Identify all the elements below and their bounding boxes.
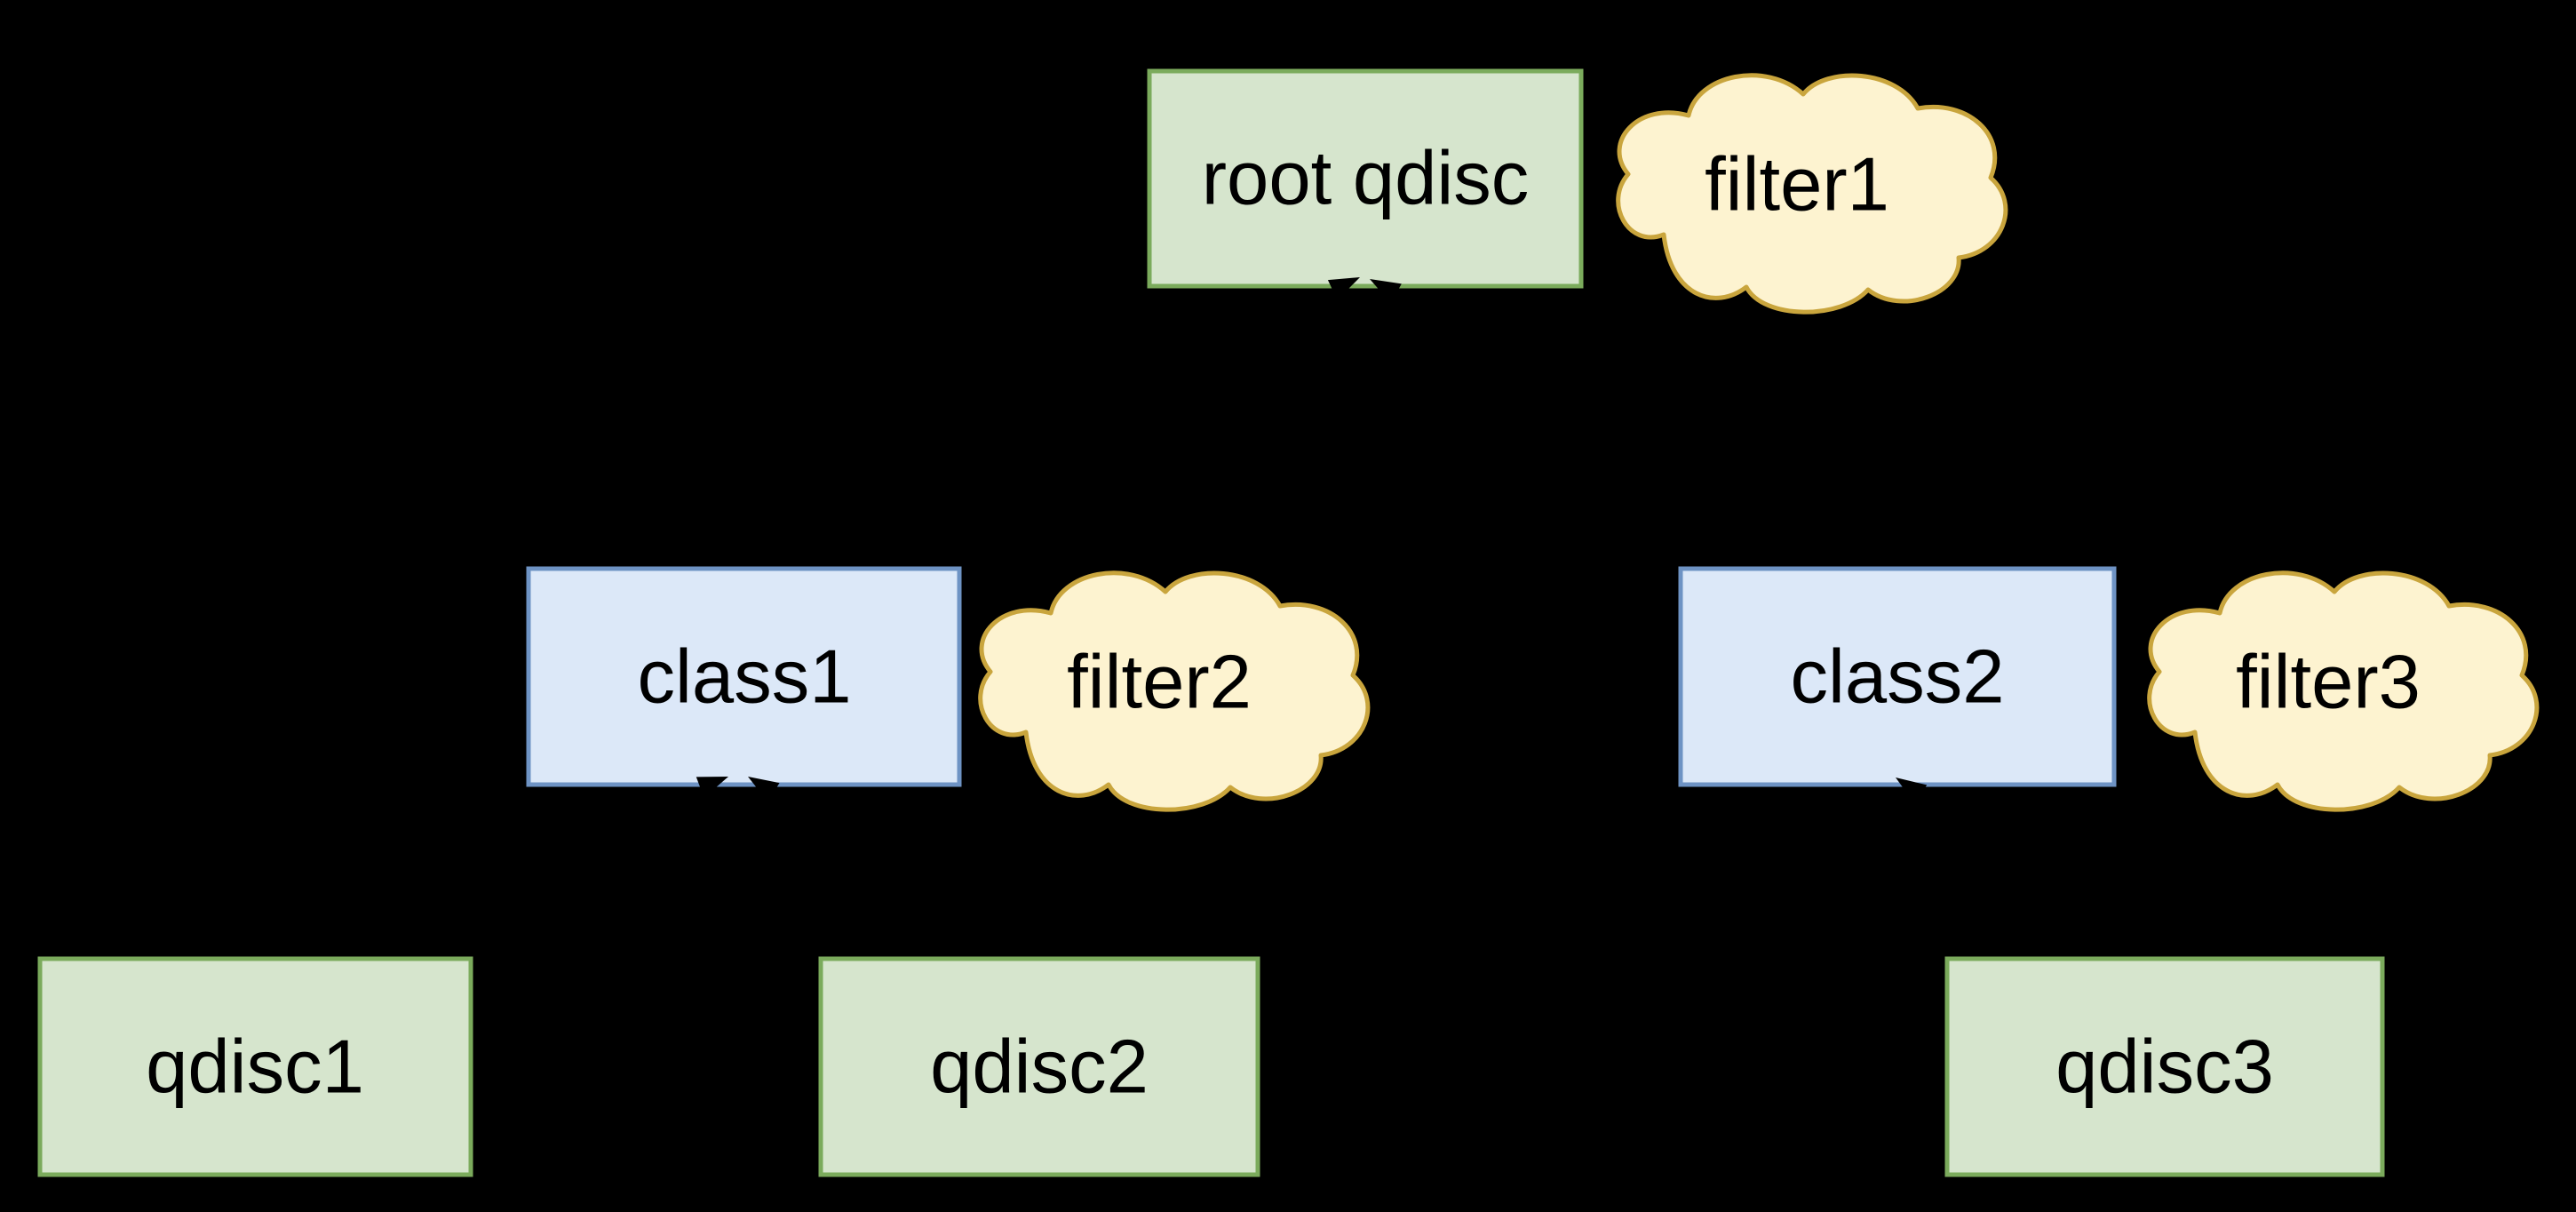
filter1-cloud: filter1 — [1618, 76, 2006, 312]
filter2-cloud: filter2 — [981, 573, 1368, 809]
qdisc3-node: qdisc3 — [1944, 956, 2385, 1177]
qdisc2-label: qdisc2 — [930, 1025, 1149, 1110]
edge-class1-to-root-qdisc — [743, 275, 1361, 568]
filter1-label: filter1 — [1705, 143, 1889, 227]
filter2-label: filter2 — [1067, 641, 1252, 725]
edge-qdisc3-to-class2 — [1895, 776, 2166, 958]
class1-label: class1 — [638, 635, 852, 720]
class1-node: class1 — [526, 566, 962, 787]
class2-label: class2 — [1791, 635, 2005, 720]
filter3-cloud: filter3 — [2150, 573, 2537, 809]
root-qdisc-node: root qdisc — [1147, 68, 1584, 289]
class2-node: class2 — [1678, 566, 2117, 787]
edge-qdisc2-to-class1 — [747, 775, 1040, 958]
qdisc1-box — [37, 956, 473, 1177]
class1-box — [526, 566, 962, 787]
edges-group — [254, 275, 2166, 958]
qdisc3-box — [1944, 956, 2385, 1177]
qdisc2-node: qdisc2 — [818, 956, 1260, 1177]
filter3-label: filter3 — [2236, 641, 2421, 725]
qdisc2-box — [818, 956, 1260, 1177]
nodes-group: root qdisc class1 class2 qdisc1 qdisc2 q… — [37, 68, 2385, 1177]
filters-group: filter1 filter2 filter3 — [981, 76, 2537, 809]
root-qdisc-box — [1147, 68, 1584, 289]
qdisc3-label: qdisc3 — [2055, 1025, 2274, 1110]
root-qdisc-label: root qdisc — [1202, 137, 1530, 221]
qdisc1-node: qdisc1 — [37, 956, 473, 1177]
edge-class2-to-root-qdisc — [1369, 277, 1898, 568]
class2-box — [1678, 566, 2117, 787]
edge-qdisc1-to-class1 — [254, 775, 729, 958]
qdisc1-label: qdisc1 — [146, 1025, 364, 1110]
